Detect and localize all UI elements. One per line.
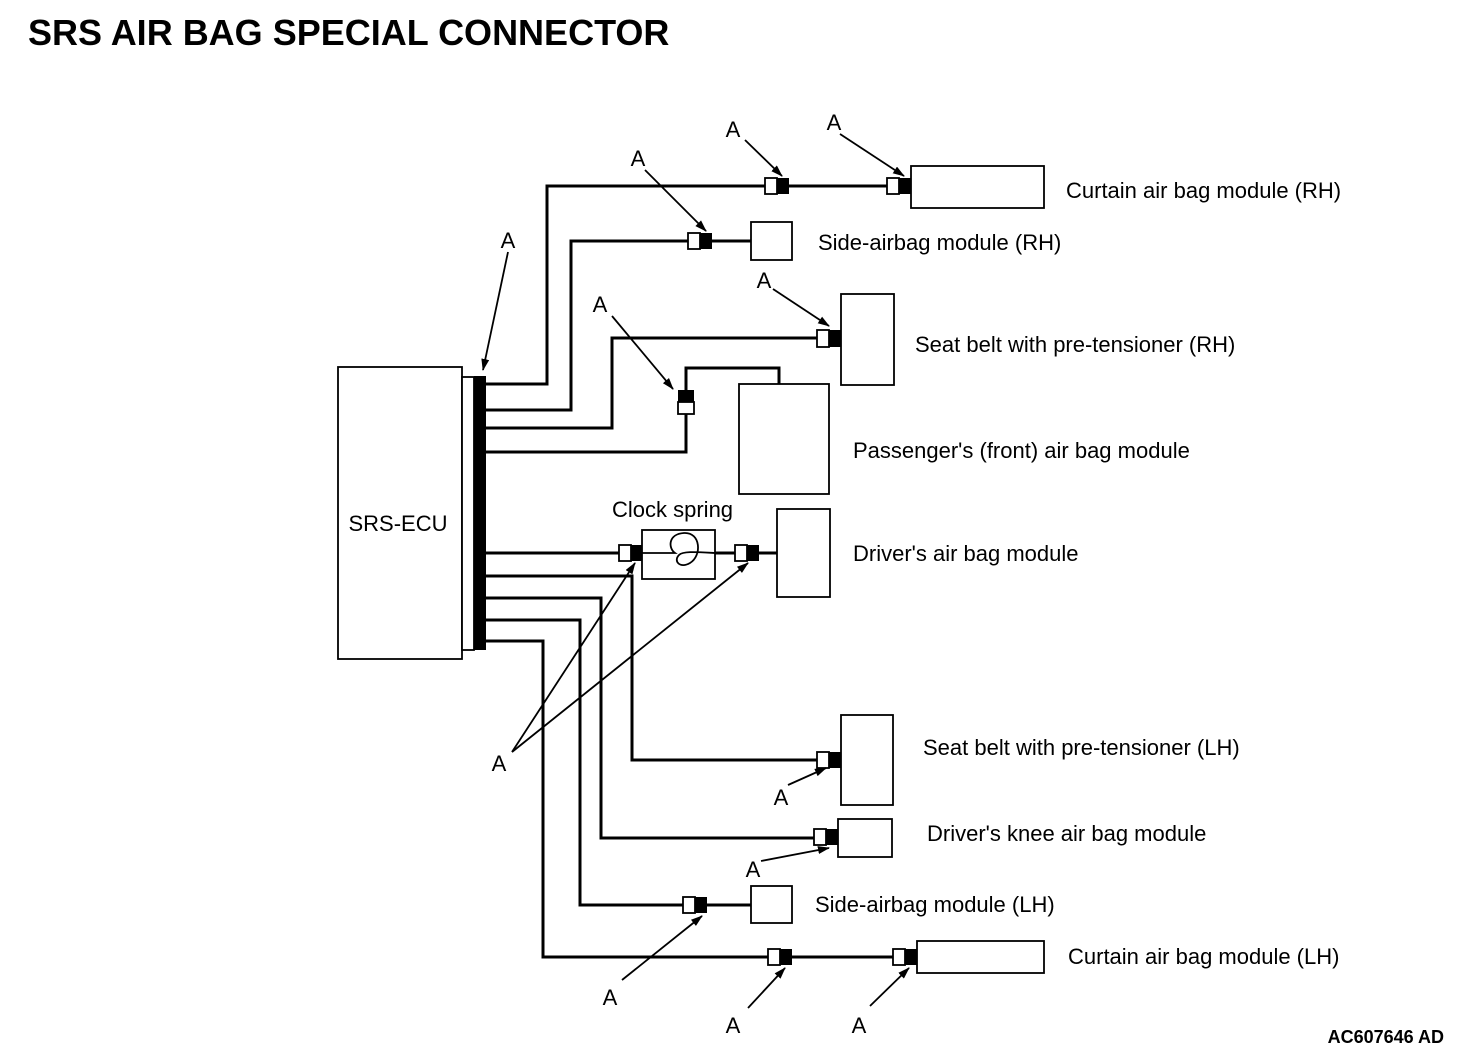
srs-ecu-label: SRS-ECU <box>348 511 447 536</box>
connector-letter: A <box>852 1013 867 1038</box>
side-rh-module <box>750 221 793 261</box>
label-curtain-lh: Curtain air bag module (LH) <box>1068 944 1339 969</box>
connector-letter: A <box>631 146 646 171</box>
connector-letter: A <box>774 785 789 810</box>
connector-letter: A <box>726 117 741 142</box>
curtain-rh-module <box>910 165 1045 209</box>
wire-side-rh <box>486 239 688 412</box>
connector-a <box>764 177 789 195</box>
ecu-connector-block <box>474 376 486 650</box>
page-title: SRS AIR BAG SPECIAL CONNECTOR <box>28 12 670 53</box>
connector-a <box>813 828 838 846</box>
clock-spring-coil <box>642 532 716 567</box>
side-lh-module <box>750 885 793 924</box>
wire-curtain-rh <box>486 184 765 386</box>
connector-letter: A <box>827 110 842 135</box>
wire-seatbelt-lh <box>486 574 817 762</box>
label-passenger: Passenger's (front) air bag module <box>853 438 1190 463</box>
connector-letter: A <box>603 985 618 1010</box>
ecu-connector-housing <box>461 376 475 651</box>
label-side-lh: Side-airbag module (LH) <box>815 892 1055 917</box>
curtain-lh-module <box>916 940 1045 974</box>
connector-letter: A <box>746 857 761 882</box>
connector-a <box>816 329 841 348</box>
wire-passenger-2 <box>684 366 781 390</box>
label-knee: Driver's knee air bag module <box>927 821 1206 846</box>
knee-module <box>837 818 893 858</box>
connector-a <box>682 896 707 914</box>
connector-letter: A <box>501 228 516 253</box>
label-seatbelt-lh: Seat belt with pre-tensioner (LH) <box>923 735 1240 760</box>
leader-arrows <box>481 133 910 1009</box>
connector-a <box>687 232 712 250</box>
label-clock-spring: Clock spring <box>612 497 733 522</box>
connector-a <box>734 544 759 562</box>
seatbelt-rh-module <box>840 293 895 386</box>
connector-letter: A <box>492 751 507 776</box>
connector-letter: A <box>593 292 608 317</box>
connector-a <box>892 948 917 966</box>
label-seatbelt-rh: Seat belt with pre-tensioner (RH) <box>915 332 1235 357</box>
connector-letter: A <box>757 268 772 293</box>
figure-code: AC607646 AD <box>1327 1027 1444 1047</box>
wire-curtain-lh <box>486 639 768 959</box>
srs-ecu-box <box>337 366 463 660</box>
connector-a <box>886 177 911 195</box>
driver-module <box>776 508 831 598</box>
seatbelt-lh-module <box>840 714 894 806</box>
connector-a <box>816 751 841 769</box>
connector-a <box>677 390 695 415</box>
label-curtain-rh: Curtain air bag module (RH) <box>1066 178 1341 203</box>
wire-knee <box>486 596 814 840</box>
label-driver: Driver's air bag module <box>853 541 1079 566</box>
wire-seatbelt-rh <box>486 336 817 430</box>
wire-passenger <box>486 414 688 454</box>
connector-a <box>767 948 792 966</box>
wire-side-lh <box>486 618 683 907</box>
connector-letter: A <box>726 1013 741 1038</box>
connector-a <box>618 544 642 562</box>
passenger-module <box>738 383 830 495</box>
label-side-rh: Side-airbag module (RH) <box>818 230 1061 255</box>
